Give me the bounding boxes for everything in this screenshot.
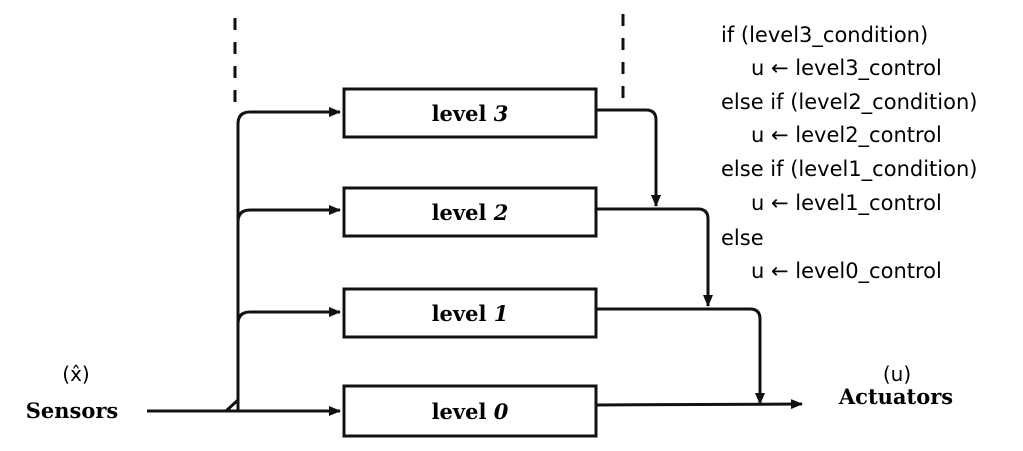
level-0-output-arrow: [595, 399, 803, 410]
pseudocode-line: u ← level1_control: [751, 191, 942, 216]
level-3-output-arrow: [596, 108, 661, 207]
pseudocode-line: u ← level0_control: [751, 259, 942, 284]
level-3-box: [342, 87, 598, 139]
sensor-symbol: (x̂): [62, 362, 89, 386]
level-2-box: [342, 186, 598, 238]
level-0-label: level 0: [432, 399, 509, 424]
level-1-label: level 1: [432, 301, 509, 326]
actuator-symbol: (u): [883, 362, 911, 386]
pseudocode-line: if (level3_condition): [721, 23, 928, 48]
level-1-box: [342, 287, 598, 339]
level-2-label: level 2: [432, 200, 509, 225]
actuators-label: Actuators: [838, 384, 953, 409]
level-1-output-arrow: [596, 307, 765, 405]
sensors-label: Sensors: [26, 398, 119, 423]
input-bus: [236, 110, 251, 411]
pseudocode-line: else if (level1_condition): [721, 157, 977, 182]
level-2-output-arrow: [596, 207, 713, 307]
pseudocode-line: else: [721, 226, 764, 250]
input-arrow-level-2: [236, 205, 341, 223]
pseudocode-line: u ← level2_control: [751, 123, 942, 148]
level-3-label: level 3: [432, 101, 509, 126]
arbitration-pseudocode: if (level3_condition) u ← level3_control…: [721, 23, 977, 284]
pseudocode-line: u ← level3_control: [751, 56, 942, 81]
input-bus-foot: [224, 398, 240, 413]
level-0-box: [342, 384, 598, 438]
input-arrow-level-1: [236, 307, 341, 325]
pseudocode-line: else if (level2_condition): [721, 90, 977, 115]
